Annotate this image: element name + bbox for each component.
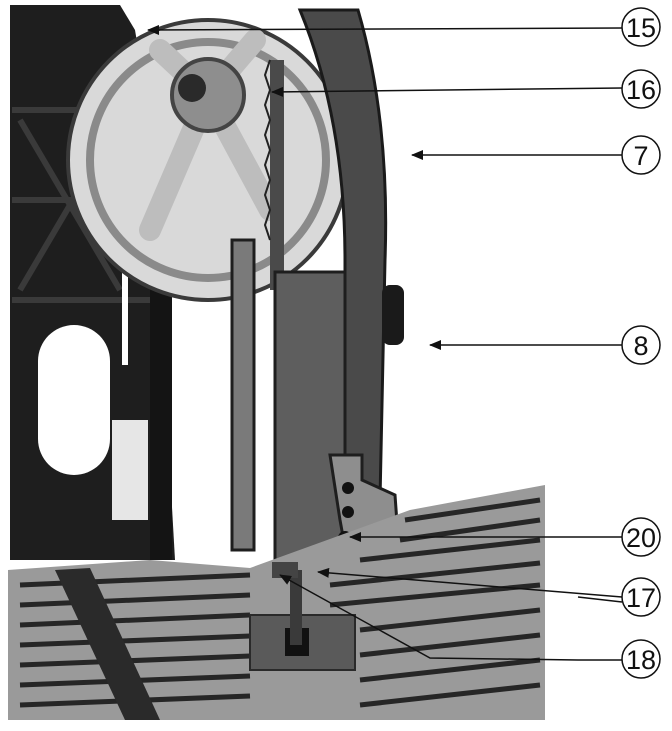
blade-guard xyxy=(273,270,347,562)
saw-blade-lower xyxy=(290,570,302,645)
callout-7: 7 xyxy=(621,135,661,175)
callout-7-label: 7 xyxy=(633,141,648,171)
callouts: 15 16 7 8 20 17 18 xyxy=(621,7,661,679)
callout-15: 15 xyxy=(621,7,661,47)
bracket-block xyxy=(112,420,148,520)
callout-8: 8 xyxy=(621,325,661,365)
callout-16-label: 16 xyxy=(626,75,656,105)
callout-16: 16 xyxy=(621,69,661,109)
saw-blade-upper xyxy=(270,60,284,290)
frame-oval-window xyxy=(38,325,110,475)
callout-leaders xyxy=(147,24,623,661)
lower-guide-block xyxy=(272,562,298,578)
leader-16 xyxy=(271,86,623,97)
leader-17-tick xyxy=(577,596,623,603)
upper-wheel-inner xyxy=(86,38,330,282)
leader-15 xyxy=(147,24,623,35)
leader-18 xyxy=(279,574,622,661)
callout-17: 17 xyxy=(621,577,661,617)
wheel-axle xyxy=(178,74,206,102)
guard-side-plate xyxy=(230,238,256,552)
callout-20-label: 20 xyxy=(626,523,656,553)
table-grooves xyxy=(19,497,541,708)
rear-blade-strip xyxy=(150,220,172,560)
blade-teeth xyxy=(263,59,272,241)
callout-20: 20 xyxy=(621,517,661,557)
measuring-scale xyxy=(55,568,160,720)
callout-18-label: 18 xyxy=(626,645,656,675)
callout-15-label: 15 xyxy=(626,13,656,43)
guide-screw-1 xyxy=(342,482,354,494)
guide-screw-2 xyxy=(342,506,354,518)
leader-17 xyxy=(317,567,623,598)
arm-knob xyxy=(382,285,404,345)
callout-8-label: 8 xyxy=(633,331,648,361)
callout-18: 18 xyxy=(621,639,661,679)
bandsaw-photo xyxy=(8,5,545,720)
callout-17-label: 17 xyxy=(626,583,656,613)
